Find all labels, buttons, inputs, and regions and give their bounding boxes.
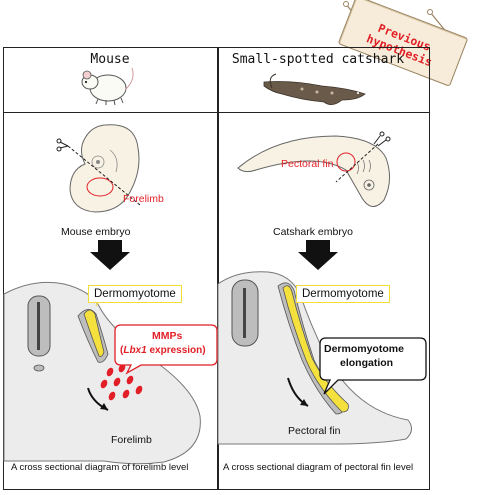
mmps-expression-suffix: expression) bbox=[146, 345, 206, 356]
catshark-down-arrow bbox=[298, 240, 338, 270]
mouse-title: Mouse bbox=[90, 52, 130, 67]
mmps-expression: (Lbx1 expression) bbox=[120, 345, 206, 356]
mmps-gene: Lbx1 bbox=[123, 345, 147, 356]
mmps-title: MMPs bbox=[152, 330, 183, 342]
catshark-pectoral-fin-bottom-label: Pectoral fin bbox=[288, 425, 341, 437]
header-divider bbox=[3, 112, 430, 114]
column-divider bbox=[217, 47, 219, 490]
catshark-embryo-label: Catshark embryo bbox=[273, 226, 353, 238]
elongation-callout-bubble bbox=[319, 337, 427, 395]
catshark-title: Small-spotted catshark bbox=[231, 52, 405, 67]
mouse-embryo-label: Mouse embryo bbox=[61, 226, 131, 238]
catshark-icon bbox=[263, 73, 366, 105]
catshark-caption: A cross sectional diagram of pectoral fi… bbox=[223, 462, 414, 473]
elongation-line2: elongation bbox=[340, 357, 394, 369]
mouse-icon bbox=[81, 67, 134, 106]
mouse-dermomyotome-box: Dermomyotome bbox=[88, 285, 182, 303]
mouse-embryo-illustration bbox=[56, 124, 141, 213]
mmps-callout-bubble bbox=[114, 324, 218, 375]
catshark-pectoral-fin-label: Pectoral fin bbox=[281, 158, 334, 170]
elongation-line1: Dermomyotome bbox=[324, 343, 404, 355]
comparison-frame bbox=[3, 47, 430, 490]
mouse-cross-section bbox=[3, 281, 201, 465]
catshark-dermomyotome-box: Dermomyotome bbox=[296, 285, 390, 303]
mouse-forelimb-label: Forelimb bbox=[123, 193, 164, 205]
catshark-embryo-illustration bbox=[237, 131, 391, 207]
mouse-down-arrow bbox=[90, 240, 130, 270]
catshark-cross-section bbox=[217, 271, 412, 445]
mouse-forelimb-bottom-label: Forelimb bbox=[111, 434, 152, 446]
mouse-caption: A cross sectional diagram of forelimb le… bbox=[11, 462, 189, 473]
